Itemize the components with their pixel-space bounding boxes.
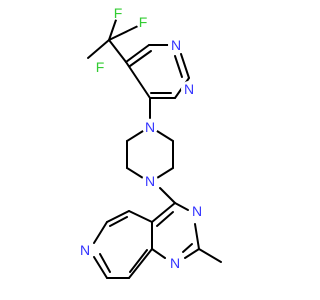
atom-label-F2: F bbox=[136, 14, 150, 30]
bond bbox=[128, 248, 153, 279]
bond bbox=[156, 167, 174, 179]
bond bbox=[198, 248, 222, 263]
bond bbox=[184, 248, 200, 259]
bond bbox=[87, 39, 110, 59]
atom-label-N-pyrimidine-1: N bbox=[168, 37, 184, 53]
atom-label-N-bicyclic-2: N bbox=[167, 255, 183, 271]
svg-text:F: F bbox=[114, 5, 123, 21]
bond bbox=[129, 249, 148, 273]
atom-label-F3: F bbox=[93, 59, 107, 75]
svg-text:N: N bbox=[170, 255, 180, 271]
bond-lines bbox=[87, 16, 222, 279]
atom-label-F1: F bbox=[111, 5, 125, 21]
svg-text:F: F bbox=[139, 14, 148, 30]
bond bbox=[194, 223, 200, 250]
bond bbox=[156, 130, 174, 142]
atom-label-N-pyrimidine-2: N bbox=[181, 81, 197, 97]
svg-text:N: N bbox=[192, 203, 202, 219]
svg-text:N: N bbox=[80, 242, 90, 258]
svg-text:N: N bbox=[145, 119, 155, 135]
bond bbox=[151, 248, 166, 259]
bond bbox=[99, 253, 111, 273]
svg-text:N: N bbox=[145, 173, 155, 189]
svg-text:F: F bbox=[96, 59, 105, 75]
bond bbox=[106, 210, 130, 223]
bond bbox=[125, 61, 151, 99]
bond bbox=[108, 39, 127, 63]
molecule-structure: F F F N N N N N bbox=[77, 5, 222, 279]
atom-labels: F F F N N N N N bbox=[77, 5, 205, 271]
bond bbox=[126, 130, 144, 142]
bond bbox=[108, 16, 118, 41]
bond bbox=[180, 53, 190, 79]
svg-text:N: N bbox=[171, 37, 181, 53]
atom-label-N-bicyclic-1: N bbox=[189, 203, 205, 219]
bond bbox=[174, 55, 183, 78]
bond bbox=[93, 221, 108, 244]
bond bbox=[151, 202, 176, 223]
bond bbox=[182, 243, 193, 253]
bond bbox=[109, 216, 128, 227]
bond bbox=[93, 256, 108, 279]
bond bbox=[156, 211, 174, 227]
bond bbox=[128, 210, 153, 223]
bond bbox=[125, 44, 150, 63]
bond bbox=[159, 187, 176, 204]
atom-label-N-piperazine-2: N bbox=[142, 173, 158, 189]
bond bbox=[174, 202, 189, 211]
svg-text:N: N bbox=[184, 81, 194, 97]
atom-label-N-pyridine: N bbox=[77, 242, 93, 258]
bond bbox=[108, 25, 139, 41]
bond bbox=[126, 167, 144, 179]
atom-label-N-piperazine-1: N bbox=[142, 119, 158, 135]
bond bbox=[129, 50, 152, 67]
